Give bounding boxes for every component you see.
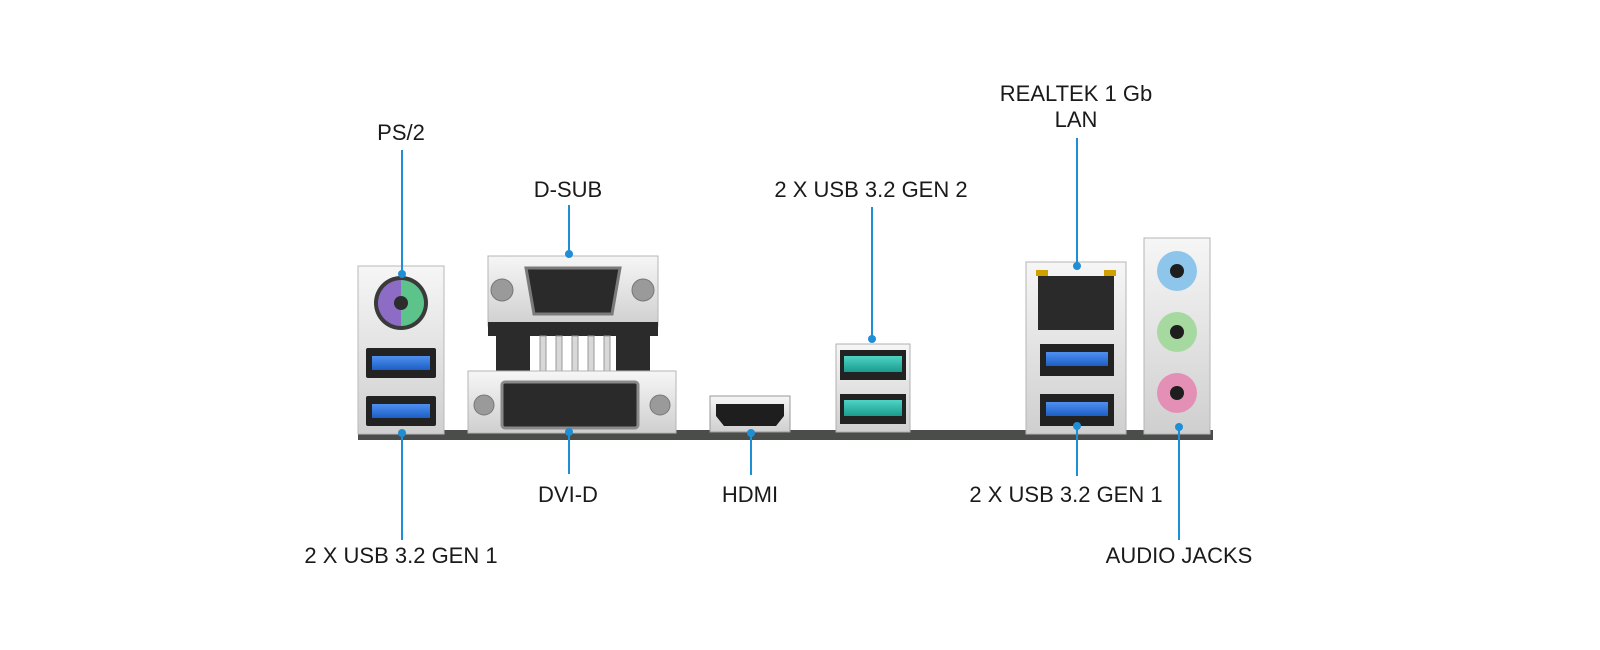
label-lan-line2: LAN	[1054, 107, 1098, 132]
callout-line-usb-left	[401, 433, 403, 540]
label-lan-line1: REALTEK 1 Gb	[999, 81, 1153, 106]
callout-dot-audio	[1175, 423, 1183, 431]
label-dsub: D-SUB	[533, 177, 603, 202]
callout-dot-dsub	[565, 250, 573, 258]
callout-line-ps2	[401, 150, 403, 272]
dvid-connector	[467, 370, 677, 434]
label-dvid: DVI-D	[538, 482, 598, 507]
dsub-connector	[487, 255, 659, 373]
callout-dot-lan	[1073, 262, 1081, 270]
callout-dot-usb-gen2	[868, 335, 876, 343]
lan-usb-stack	[1025, 261, 1127, 435]
audio-jack-stack	[1143, 237, 1211, 435]
hdmi-connector	[709, 395, 791, 433]
label-usb-left: 2 X USB 3.2 GEN 1	[304, 543, 498, 568]
usb-gen2-stack	[835, 343, 911, 433]
callout-line-dsub	[568, 205, 570, 253]
callout-dot-usb-left	[398, 429, 406, 437]
callout-dot-ps2	[398, 270, 406, 278]
callout-line-usb-right	[1076, 426, 1078, 476]
callout-line-audio	[1178, 427, 1180, 540]
label-usb-right: 2 X USB 3.2 GEN 1	[969, 482, 1163, 507]
label-hdmi: HDMI	[721, 482, 779, 507]
lan-port	[1038, 276, 1114, 330]
callout-line-usb-gen2	[871, 207, 873, 339]
label-lan: REALTEK 1 Gb LAN	[976, 81, 1176, 133]
callout-line-hdmi	[750, 433, 752, 475]
callout-dot-dvid	[565, 428, 573, 436]
callout-line-dvid	[568, 432, 570, 474]
callout-dot-hdmi	[747, 429, 755, 437]
ps2-usb-stack	[357, 265, 445, 435]
board-edge	[358, 430, 1213, 440]
label-ps2: PS/2	[377, 120, 425, 145]
callout-line-lan	[1076, 138, 1078, 266]
label-audio: AUDIO JACKS	[1105, 543, 1253, 568]
callout-dot-usb-right	[1073, 422, 1081, 430]
label-usb-gen2: 2 X USB 3.2 GEN 2	[774, 177, 968, 202]
